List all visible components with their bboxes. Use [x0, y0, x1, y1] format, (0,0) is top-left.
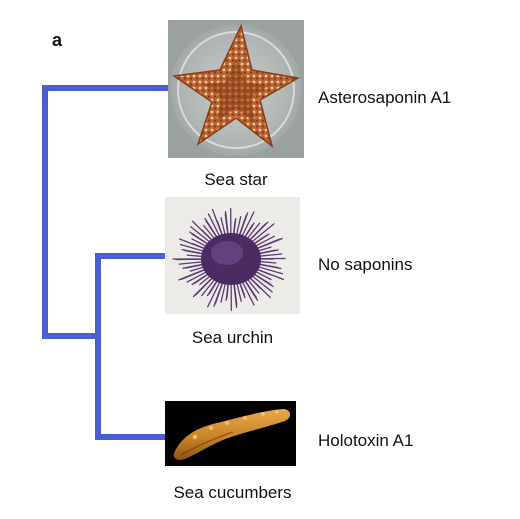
sea-cucumber-image [165, 401, 296, 466]
sea-urchin-saponin: No saponins [318, 255, 413, 274]
sea-urchin-caption: Sea urchin [191, 328, 274, 347]
branch-root [42, 85, 168, 339]
branch-echinozoa [95, 253, 165, 440]
sea-cucumber-saponin: Holotoxin A1 [318, 431, 414, 450]
sea-cucumber-caption: Sea cucumbers [173, 483, 292, 502]
panel-label: a [52, 30, 63, 50]
sea-star-caption: Sea star [204, 170, 268, 189]
sea-star-saponin: Asterosaponin A1 [318, 88, 452, 107]
sea-urchin-image [165, 197, 300, 314]
tree-branches [42, 85, 168, 440]
sea-star-image [168, 20, 304, 158]
